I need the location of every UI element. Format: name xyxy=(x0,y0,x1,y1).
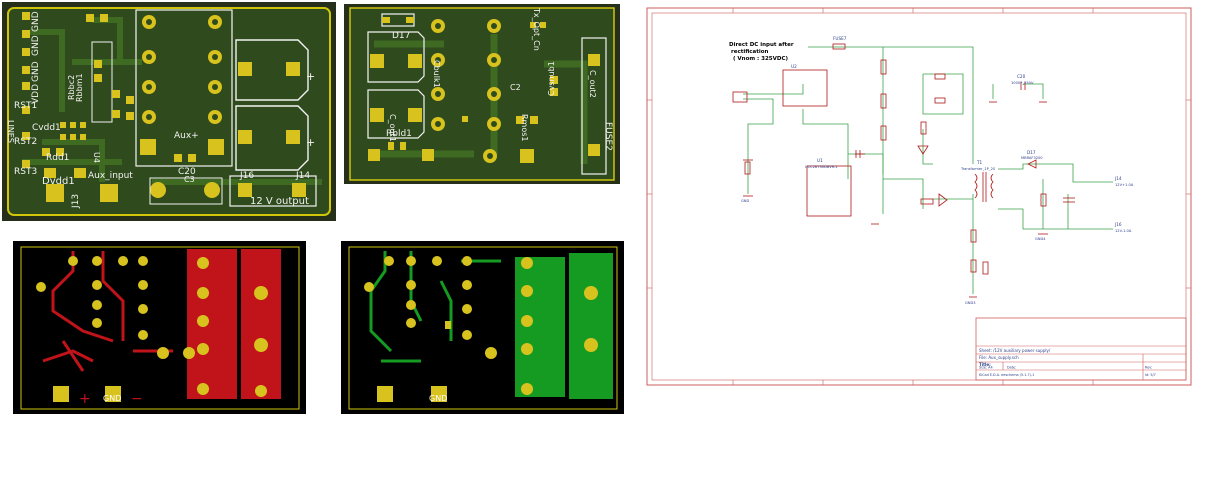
sch-label-j16-part: 12V-1.0A xyxy=(1115,229,1132,233)
label-j16: J16 xyxy=(239,171,254,181)
title-block-id: Id: 5/7 xyxy=(1145,373,1156,377)
schematic-components xyxy=(732,43,1075,275)
transformer-outline xyxy=(135,9,233,167)
output-cap-outlines xyxy=(235,39,309,171)
label-rst2: RST2 xyxy=(14,137,37,147)
sch-label-t1: T1 xyxy=(976,160,983,165)
red-copper-pour-2 xyxy=(241,249,281,399)
label-cvsnub1: Cvsnub1 xyxy=(547,61,556,96)
label-aux-plus: Aux+ xyxy=(174,131,199,141)
label-j13: J13 xyxy=(71,194,81,209)
label-rst1: RST1 xyxy=(14,101,37,111)
title-block-size: Size: A4 xyxy=(979,366,993,370)
sch-label-d17-part: MBRAF3200 xyxy=(1021,156,1043,160)
label-j14: J14 xyxy=(295,171,310,181)
label-u4: U4 xyxy=(92,152,101,163)
label-gnd-board3: GND xyxy=(103,394,121,403)
title-block-rev-label: Rev: xyxy=(1145,366,1152,370)
small-pads xyxy=(22,12,196,178)
sch-label-u1-part: UCC28730DBVR-1 xyxy=(805,165,838,169)
title-block-file: File: Aux_supply.sch xyxy=(979,355,1019,360)
label-rbld1: Rbld1 xyxy=(386,129,412,139)
red-traces xyxy=(42,251,173,372)
sch-label-u2: U2 xyxy=(791,64,797,69)
title-block-title-label: Title: xyxy=(979,362,991,367)
label-dvdd1: Dvdd1 xyxy=(42,176,75,187)
pcb-board-3-bottom: GND + − xyxy=(13,241,306,414)
label-gnd-3: GND xyxy=(31,61,41,82)
title-block-kicad: KiCad E.D.A. eeschema (5.1.7)-1 xyxy=(979,373,1034,377)
sch-label-j16: J16 xyxy=(1114,222,1122,227)
transformer-t1-primary xyxy=(974,173,978,199)
pcb-board-1-svg: GND GND GND VDD RST1 RST2 RST3 Cvdd1 Rdd… xyxy=(2,2,336,221)
schematic-frame xyxy=(646,7,1192,386)
green-copper-pour-1 xyxy=(515,257,565,397)
label-c20: C20 xyxy=(178,167,196,177)
label-vdd: VDD xyxy=(31,84,41,104)
label-lines: LINES xyxy=(6,120,15,143)
sch-label-fuse: FUSE7 xyxy=(833,36,847,41)
sch-label-gnd3: GND3 xyxy=(965,301,976,305)
label-rst3: RST3 xyxy=(14,167,37,177)
note-rectification: rectification xyxy=(731,49,769,55)
label-cvdd1: Cvdd1 xyxy=(32,123,61,133)
sch-label-gnd4: GND4 xyxy=(1035,237,1046,241)
label-rbbm1: Rbbm1 xyxy=(75,73,84,102)
ic-u1 xyxy=(806,165,852,217)
label-tx-opt: Tx_Opt_Cn xyxy=(532,7,541,51)
switch-u2 xyxy=(782,69,828,107)
ground-symbols xyxy=(743,101,1048,298)
pcb-board-3-svg: GND + − xyxy=(13,241,306,414)
cap-outline xyxy=(91,41,113,123)
board3-pads xyxy=(36,256,268,402)
label-gnd-board4: GND xyxy=(429,394,447,403)
label-plus-board3: + xyxy=(79,391,91,407)
schematic-svg: Direct DC input after rectification ( Vn… xyxy=(643,4,1195,389)
label-rbbc2: Rbbc2 xyxy=(67,75,76,100)
label-gnd-2: GND xyxy=(31,35,41,56)
pcb-board-2-svg: D17 C_out1 Cbulk1 Rbld1 FUSE2 C2 Rmos1 C… xyxy=(344,4,620,184)
label-minus-board3: − xyxy=(131,391,143,407)
sch-label-j14: J14 xyxy=(1114,176,1122,181)
note-vnom: ( Vnom : 325VDC) xyxy=(733,56,788,62)
sch-label-d17: D17 xyxy=(1027,150,1036,155)
pcb-board-2-render: D17 C_out1 Cbulk1 Rbld1 FUSE2 C2 Rmos1 C… xyxy=(344,4,620,184)
pcb-board-1-render: GND GND GND VDD RST1 RST2 RST3 Cvdd1 Rdd… xyxy=(2,2,336,221)
label-12v-output: 12 V output xyxy=(250,196,309,207)
schematic-sheet: Direct DC input after rectification ( Vn… xyxy=(643,4,1195,389)
pcb-board-4-bottom: GND xyxy=(341,241,624,414)
label-cout2: C_out2 xyxy=(588,70,597,98)
title-block-sheet: Sheet: /12V auxiliary power supply/ xyxy=(979,348,1051,353)
label-plus-1: + xyxy=(306,136,315,149)
sch-label-c20: C20 xyxy=(1017,74,1026,79)
output-cap-pads xyxy=(238,62,300,144)
sch-label-j14-part: 12V+1.0A xyxy=(1115,183,1134,187)
copper-traces xyxy=(22,17,322,185)
sch-label-c20-part: 1000P_250V xyxy=(1011,81,1034,85)
label-aux-input: Aux_input xyxy=(88,171,133,181)
note-direct-dc: Direct DC input after xyxy=(729,42,794,48)
board4-pads xyxy=(364,256,598,402)
sch-label-gnd: GND xyxy=(741,199,749,203)
label-fuse2: FUSE2 xyxy=(603,122,613,151)
pcb-board-4-svg: GND xyxy=(341,241,624,414)
title-block: Sheet: /12V auxiliary power supply/ File… xyxy=(975,317,1187,381)
sch-label-t1-part: Transformer_1P_2S xyxy=(960,167,996,171)
sch-label-u1: U1 xyxy=(817,158,823,163)
label-rdd1: Rdd1 xyxy=(46,153,69,163)
red-copper-pour-1 xyxy=(187,249,237,399)
label-plus-2: + xyxy=(306,70,315,83)
label-d17: D17 xyxy=(392,31,410,41)
title-block-date-label: Date: xyxy=(1007,366,1016,370)
label-gnd-1: GND xyxy=(31,11,41,32)
green-copper-pour-2 xyxy=(569,253,613,399)
label-cout1: C_out1 xyxy=(388,114,397,142)
label-rmos1: Rmos1 xyxy=(520,114,529,142)
transformer-t1-secondary xyxy=(990,173,994,199)
label-c3: C3 xyxy=(184,175,195,184)
large-pads xyxy=(46,139,306,202)
label-c2: C2 xyxy=(510,83,521,92)
label-cbulk1: Cbulk1 xyxy=(432,60,441,88)
